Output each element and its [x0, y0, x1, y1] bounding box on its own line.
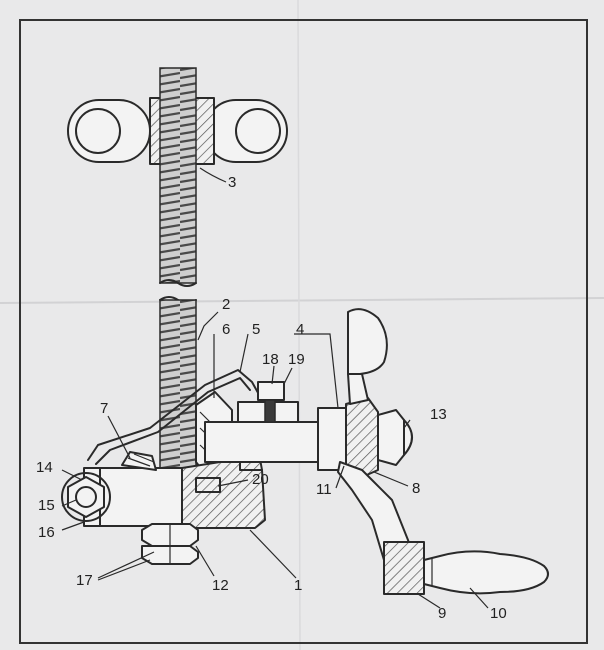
callout-20: 20 [252, 471, 269, 488]
part-13-end-nut [377, 409, 413, 466]
part-9-handle-pin [383, 541, 425, 595]
callout-15: 15 [38, 497, 55, 514]
callout-14: 14 [36, 459, 53, 476]
callout-4: 4 [296, 321, 304, 338]
leader-lines [61, 167, 489, 609]
callout-5: 5 [252, 321, 260, 338]
part-18-set-screw [257, 381, 285, 423]
callout-12: 12 [212, 577, 229, 594]
part-2-screw-upper [159, 67, 197, 287]
part-5-cover [87, 369, 263, 465]
callout-labels: 3 2 6 5 4 18 19 13 7 14 20 11 8 15 16 17… [36, 174, 507, 622]
part-7-pinion [121, 451, 157, 471]
callout-10: 10 [490, 605, 507, 622]
callout-9: 9 [438, 605, 446, 622]
callout-11: 11 [316, 481, 332, 498]
callout-3: 3 [228, 174, 236, 191]
callout-17: 17 [76, 572, 93, 589]
part-17-nuts [141, 523, 199, 565]
part-shaft [195, 397, 379, 493]
part-4-lever-knob [347, 308, 388, 405]
drawing-border [19, 19, 588, 644]
part-15-bolt-head [61, 472, 111, 522]
callout-13: 13 [430, 406, 447, 423]
callout-2: 2 [222, 296, 230, 313]
callout-8: 8 [412, 480, 420, 497]
callout-7: 7 [100, 400, 108, 417]
callout-16: 16 [38, 524, 55, 541]
callout-6: 6 [222, 321, 230, 338]
callout-19: 19 [288, 351, 305, 368]
callout-1: 1 [294, 577, 302, 594]
part-10-handle-grip [423, 550, 549, 595]
callout-18: 18 [262, 351, 279, 368]
